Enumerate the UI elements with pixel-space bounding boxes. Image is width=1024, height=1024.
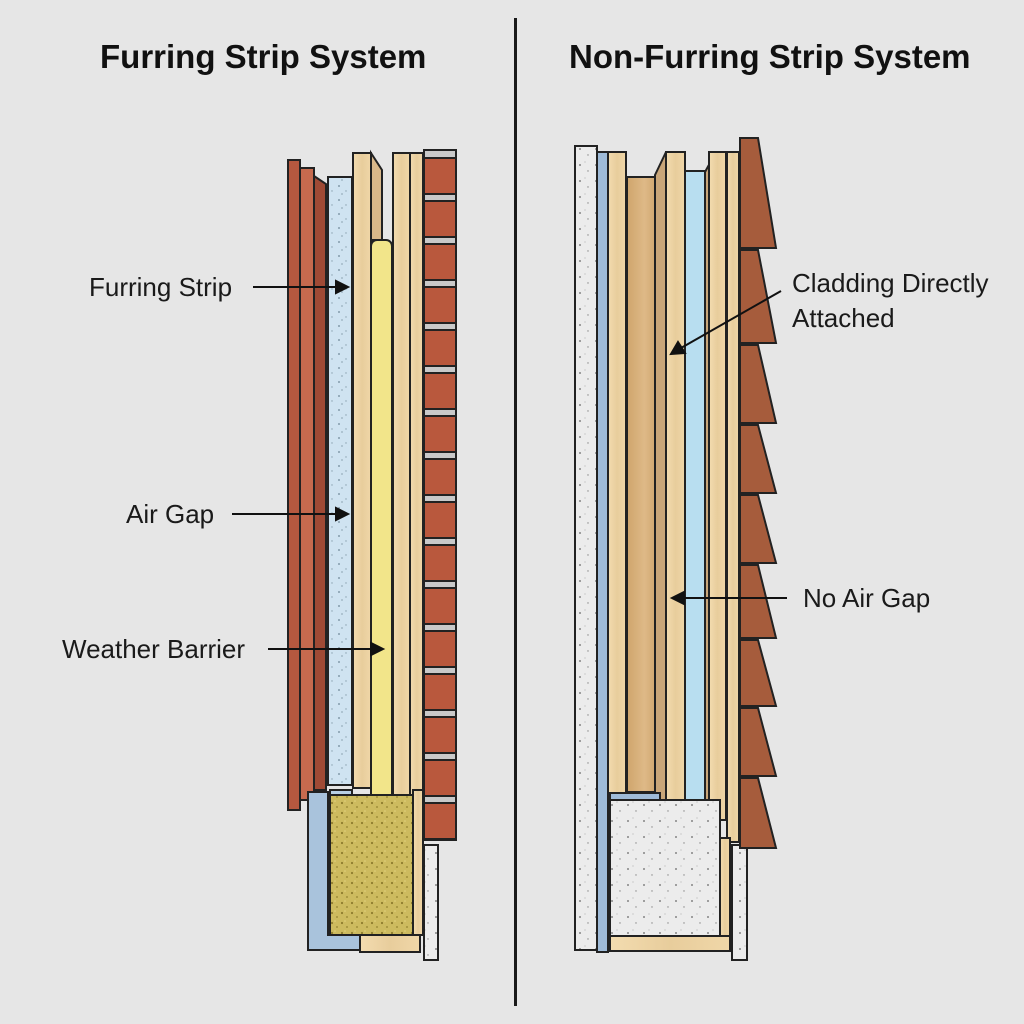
shingle [739, 249, 778, 344]
brick [423, 200, 457, 238]
furring-strip [352, 152, 372, 789]
cladding-shingles [739, 137, 778, 849]
shingle [739, 424, 778, 494]
left-wall-section [287, 149, 457, 961]
exterior-brick-siding [287, 159, 301, 811]
brick [423, 329, 457, 367]
label-line-1: Cladding Directly [792, 268, 989, 298]
label-furring-strip: Furring Strip [89, 272, 233, 302]
panel-divider [514, 18, 517, 1006]
weather-barrier [370, 239, 393, 813]
concrete-footing [423, 844, 439, 961]
concrete-foundation [609, 799, 721, 939]
brick [423, 802, 457, 840]
brick-courses [423, 157, 457, 840]
arrow-head [335, 279, 351, 295]
brick [423, 630, 457, 668]
arrow-head [669, 590, 685, 606]
brick [423, 673, 457, 711]
brick [423, 759, 457, 797]
arrow-head [669, 340, 687, 356]
brick [423, 243, 457, 281]
shingle [739, 707, 778, 777]
brick [423, 415, 457, 453]
brick [423, 157, 457, 195]
brick [423, 458, 457, 496]
label-line-2: Attached [792, 303, 895, 334]
brick [423, 372, 457, 410]
vapor-barrier [596, 151, 609, 953]
right-wall-section [574, 145, 748, 961]
annotation-arrows [232, 279, 787, 657]
drywall [574, 145, 598, 951]
arrow-head [370, 641, 386, 657]
label-no-air-gap: No Air Gap [803, 583, 931, 613]
label-air-gap: Air Gap [126, 499, 215, 529]
shingle [739, 137, 778, 249]
brick [423, 716, 457, 754]
brick [423, 587, 457, 625]
shingle [739, 639, 778, 707]
arrow-head [335, 506, 351, 522]
brick [423, 544, 457, 582]
furring-strip-air-gap-layer [327, 176, 353, 786]
brick [423, 286, 457, 324]
label-cladding-directly-attached: Cladding Directly Attached [792, 266, 989, 336]
shingle [739, 344, 778, 424]
shingle [739, 494, 778, 564]
left-panel-title: Furring Strip System [100, 38, 427, 75]
gravel-fill [329, 794, 414, 936]
right-panel-title: Non-Furring Strip System [569, 38, 971, 75]
brick [423, 501, 457, 539]
shingle [739, 777, 778, 849]
shingle [739, 564, 778, 639]
label-weather-barrier: Weather Barrier [62, 634, 246, 664]
